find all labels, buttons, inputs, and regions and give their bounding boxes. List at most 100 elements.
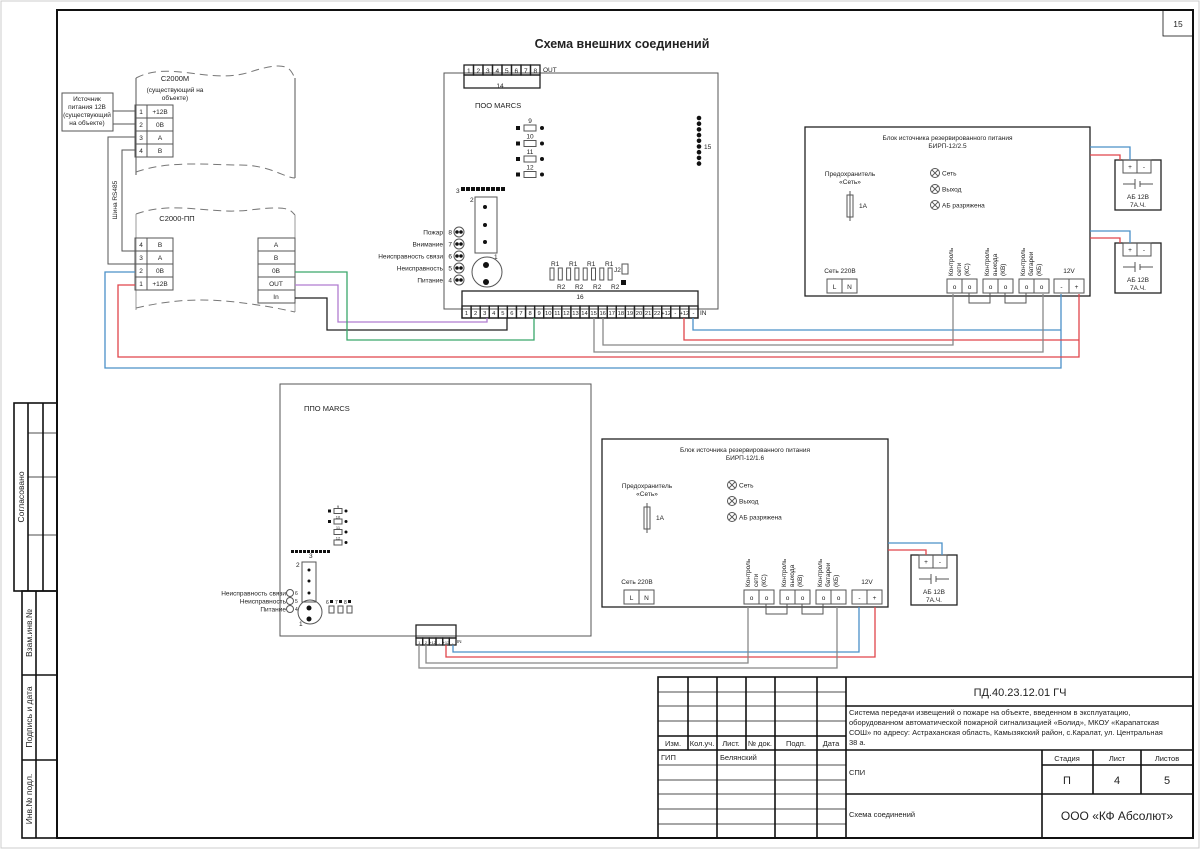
connector-pin (476, 187, 480, 191)
indicator-lamp-icon (728, 497, 736, 505)
indicator-lamp-icon (727, 480, 737, 490)
relay-pin (344, 509, 348, 513)
led-label: Неисправность (240, 599, 287, 606)
connector-pin (496, 187, 500, 191)
in-label: IN (457, 639, 462, 644)
battery-label: АБ 12В (923, 589, 945, 596)
led (286, 589, 294, 597)
out-terminal-number: 2 (476, 68, 480, 75)
terminal-label: OUT (269, 281, 283, 288)
resistor-label: R2 (575, 284, 584, 291)
fuse-label: Предохранитель (622, 483, 673, 490)
in-terminal-number: 3 (483, 311, 486, 317)
relay-number: 12 (526, 165, 534, 172)
connector-pin (696, 121, 702, 126)
column-header: Изм. (665, 739, 681, 748)
in-terminal-number: 20 (636, 311, 642, 317)
connector-pin (696, 149, 702, 155)
indicator-label: АБ разряжена (739, 515, 782, 522)
terminal-number: 4 (139, 242, 143, 249)
in-terminal-number: - (452, 640, 454, 645)
contact-label: о (837, 595, 841, 602)
indicator-lamp-icon (931, 169, 939, 177)
contact-label: о (786, 595, 790, 602)
led-pin (459, 242, 463, 246)
terminal-label: In (273, 294, 279, 301)
relay-number: 11 (336, 525, 341, 530)
column-header: Лист. (722, 739, 740, 748)
connector-pin (291, 550, 294, 553)
in-terminal-number: 15 (590, 311, 596, 317)
in-terminal-number: 2 (425, 640, 428, 645)
ppo-marcs-name: ППО MARCS (304, 404, 350, 413)
relay (333, 539, 343, 546)
output-terminal (866, 589, 883, 605)
control-label: Контроль (984, 247, 991, 276)
indicator-lamp-icon (930, 200, 940, 210)
connector-15: 15 (696, 115, 712, 166)
output-label: 12V (1063, 268, 1075, 275)
jumper-number: 7 (335, 600, 338, 606)
contact-label: о (1025, 284, 1029, 291)
led (453, 274, 465, 286)
indicator-lamp-icon (930, 168, 940, 178)
jumper (337, 605, 344, 614)
buzzer (471, 256, 503, 288)
section-label: СПИ (849, 768, 865, 777)
column-header: Кол.уч. (690, 739, 715, 748)
sheets-value: 5 (1164, 775, 1170, 787)
out-terminal-number: 3 (486, 68, 490, 75)
connector-pin (481, 187, 485, 191)
indicator-lamp-icon (727, 496, 737, 506)
relay-pin (516, 172, 520, 177)
column-header: Подп. (786, 739, 806, 748)
project-description: Система передачи извещений о пожаре на о… (849, 708, 1130, 717)
in-terminal-number: +12 (661, 311, 671, 317)
indicator-lamp-icon (728, 481, 736, 489)
relay-pin (344, 541, 348, 544)
connector-pin (696, 127, 702, 132)
sheet-value: 4 (1114, 775, 1120, 787)
jumper (801, 604, 824, 615)
resistor (574, 267, 580, 281)
led-label: Неисправность (397, 266, 444, 273)
project-description: СОШ» по адресу: Астраханская область, Ка… (849, 728, 1163, 737)
resistor-label: R2 (611, 284, 620, 291)
connector-pin (696, 161, 702, 166)
in-terminal-number: 5 (501, 311, 504, 317)
indicator-lamp-icon (727, 512, 737, 522)
stamp-replaced-inv: Взам.инв.№ (24, 609, 34, 657)
sheet-label: Лист (1109, 754, 1126, 763)
control-label: батареи (1027, 251, 1035, 276)
power-source-12v: Источник питания 12В (существующий на об… (61, 92, 135, 132)
control-label: (КВ) (797, 575, 804, 587)
stage-label: Стадия (1054, 754, 1080, 763)
relay-number: 9 (528, 118, 532, 125)
resistor-label: R1 (551, 261, 560, 268)
terminal-label: +12В (152, 281, 167, 288)
relay (523, 171, 537, 178)
wire-blue-in (692, 318, 1061, 331)
fuse-rating: 1А (656, 515, 665, 522)
out-terminal-number: 4 (495, 68, 499, 75)
control-terminal (1033, 278, 1050, 294)
connector-pin (486, 187, 490, 191)
in-terminal-number: 16 (599, 311, 605, 317)
battery-terminal (932, 554, 948, 569)
mains-terminal-label: L (833, 284, 837, 291)
battery-terminal (1136, 159, 1152, 174)
indicator-label: АБ разряжена (942, 203, 985, 210)
relay (333, 529, 343, 535)
in-terminal-number: 12 (563, 311, 569, 317)
relay-pin (516, 126, 520, 130)
connector-pin (696, 144, 702, 149)
in-terminal-number: 22 (654, 311, 660, 317)
output-terminal-label: + (1075, 284, 1079, 291)
birp-title: Блок источника резервированного питания (883, 135, 1013, 142)
battery-terminal-label: + (1128, 164, 1132, 171)
control-label: выхода (789, 564, 796, 587)
jumper (765, 604, 788, 615)
contact-label: о (1040, 284, 1044, 291)
